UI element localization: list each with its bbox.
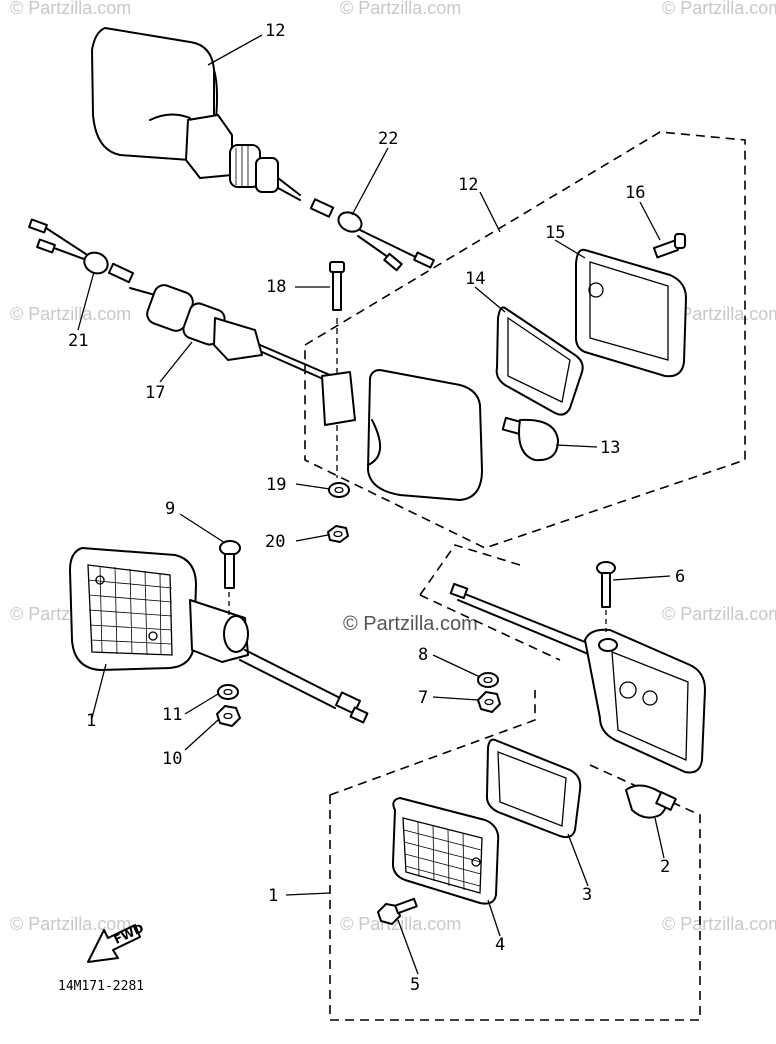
callout-15: 15 — [545, 223, 565, 243]
screw-9 — [219, 540, 241, 615]
callout-18: 18 — [266, 277, 286, 297]
watermark: © Partzilla.com — [10, 914, 131, 934]
callout-9: 9 — [165, 499, 175, 519]
lens-grid — [403, 821, 482, 891]
nut-19 — [328, 482, 350, 498]
lens-4 — [391, 797, 500, 905]
watermark: © Partzilla.com — [662, 304, 776, 324]
lens-15 — [574, 248, 687, 378]
callout-16: 16 — [625, 183, 645, 203]
callout-5: 5 — [410, 975, 420, 995]
watermark: © Partzilla.com — [662, 604, 776, 624]
callout-2: 2 — [660, 857, 670, 877]
watermark: © Partzilla.com — [662, 0, 776, 18]
screw-5 — [377, 897, 418, 925]
watermarks: © Partzilla.com © Partzilla.com © Partzi… — [10, 0, 776, 934]
bolt-18 — [329, 261, 345, 380]
watermark-center: © Partzilla.com — [343, 613, 478, 635]
nut-20 — [327, 525, 349, 543]
watermark: © Partzilla.com — [10, 0, 131, 18]
callout-1-lower: 1 — [268, 886, 278, 906]
front-signal-left — [69, 547, 369, 724]
callout-17: 17 — [145, 383, 165, 403]
washer-11 — [217, 684, 239, 700]
callout-11: 11 — [162, 705, 182, 725]
callout-labels: 12 22 12 16 15 18 14 21 17 13 19 20 9 6 … — [68, 21, 685, 995]
watermark: © Partzilla.com — [340, 914, 461, 934]
bulb-13 — [501, 416, 559, 462]
nut-7 — [477, 691, 501, 713]
signal-stalk-17 — [129, 284, 331, 383]
diagram-code: 14M171-2281 — [58, 979, 144, 994]
wire-connector-21 — [28, 218, 135, 284]
front-signal-right — [449, 582, 706, 774]
wire-connector-22 — [309, 198, 435, 272]
rear-signal-housing-12 — [321, 369, 483, 501]
callout-22: 22 — [378, 129, 398, 149]
callout-10: 10 — [162, 749, 182, 769]
callout-1-left: 1 — [86, 711, 96, 731]
callout-19: 19 — [266, 475, 286, 495]
leader-lines — [77, 34, 671, 975]
callout-3: 3 — [582, 885, 592, 905]
rear-signal-top — [91, 27, 301, 201]
gasket-3 — [485, 738, 582, 839]
callout-20: 20 — [265, 532, 285, 552]
assembly-boundaries — [304, 131, 746, 1021]
callout-21: 21 — [68, 331, 88, 351]
watermark: © Partzilla.com — [662, 914, 776, 934]
screw-16 — [652, 233, 686, 259]
callout-14: 14 — [465, 269, 485, 289]
nut-10 — [216, 705, 241, 727]
lens-grid — [87, 565, 173, 656]
gasket-14 — [495, 306, 584, 416]
washer-8 — [477, 672, 499, 688]
callout-7: 7 — [418, 688, 428, 708]
watermark: © Partzilla.com — [340, 0, 461, 18]
callout-12-top: 12 — [265, 21, 285, 41]
bulb-2 — [625, 784, 677, 819]
callout-6: 6 — [675, 567, 685, 587]
watermark: © Partzilla.com — [10, 304, 131, 324]
forward-arrow: FWD — [87, 921, 146, 963]
callout-8: 8 — [418, 645, 428, 665]
callout-4: 4 — [495, 935, 505, 955]
callout-12-mid: 12 — [458, 175, 478, 195]
callout-13: 13 — [600, 438, 620, 458]
screw-6 — [596, 561, 616, 632]
